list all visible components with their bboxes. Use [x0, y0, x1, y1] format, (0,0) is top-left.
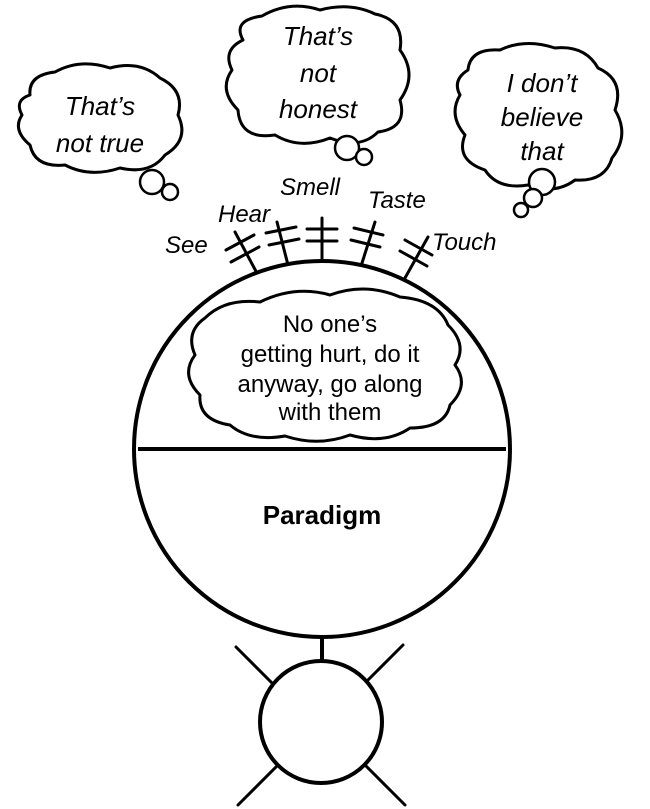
sense-label-taste: Taste: [368, 187, 426, 214]
sense-antenna-hear: [264, 220, 301, 267]
sense-antenna-smell: [305, 216, 339, 262]
thought-cloud-left: That’s not true: [16, 62, 184, 202]
inner-thought-line1: No one’s: [283, 311, 377, 338]
thought-bubble-tiny: [354, 147, 374, 167]
sense-label-touch: Touch: [432, 229, 497, 256]
sense-label-see: See: [165, 232, 208, 259]
bubble-right-line2: believe: [501, 102, 583, 132]
sense-antenna-see: [224, 230, 261, 277]
bubble-middle-line2: not: [300, 58, 338, 88]
thought-bubble-small: [138, 168, 166, 196]
sense-antenna-taste: [349, 220, 385, 265]
thought-bubble-small: [333, 134, 361, 162]
thought-bubble-tiny: [512, 201, 530, 219]
inner-thought-line2: getting hurt, do it: [241, 341, 420, 368]
inner-thought-line3: anyway, go along: [237, 371, 422, 398]
thought-bubble-smaller: [522, 187, 544, 209]
thought-cloud-right: I don’t believe that: [453, 42, 624, 219]
bubble-right-line3: that: [520, 136, 565, 166]
bubble-left-line2: not true: [56, 128, 144, 158]
bubble-middle-line1: That’s: [283, 21, 353, 51]
thought-cloud-middle: That’s not honest: [224, 4, 411, 167]
bubble-middle-line3: honest: [279, 94, 359, 124]
bubble-right-line1: I don’t: [507, 68, 580, 98]
body-circle: [258, 659, 384, 785]
thought-bubble-tiny: [160, 182, 180, 202]
inner-thought-line4: with them: [278, 399, 382, 426]
sense-label-hear: Hear: [218, 201, 271, 228]
sense-label-smell: Smell: [280, 174, 341, 201]
bubble-left-line1: That’s: [65, 91, 135, 121]
paradigm-label: Paradigm: [263, 500, 382, 530]
sense-antenna-touch: [398, 235, 434, 280]
inner-thought-cloud: No one’s getting hurt, do it anyway, go …: [187, 287, 463, 443]
